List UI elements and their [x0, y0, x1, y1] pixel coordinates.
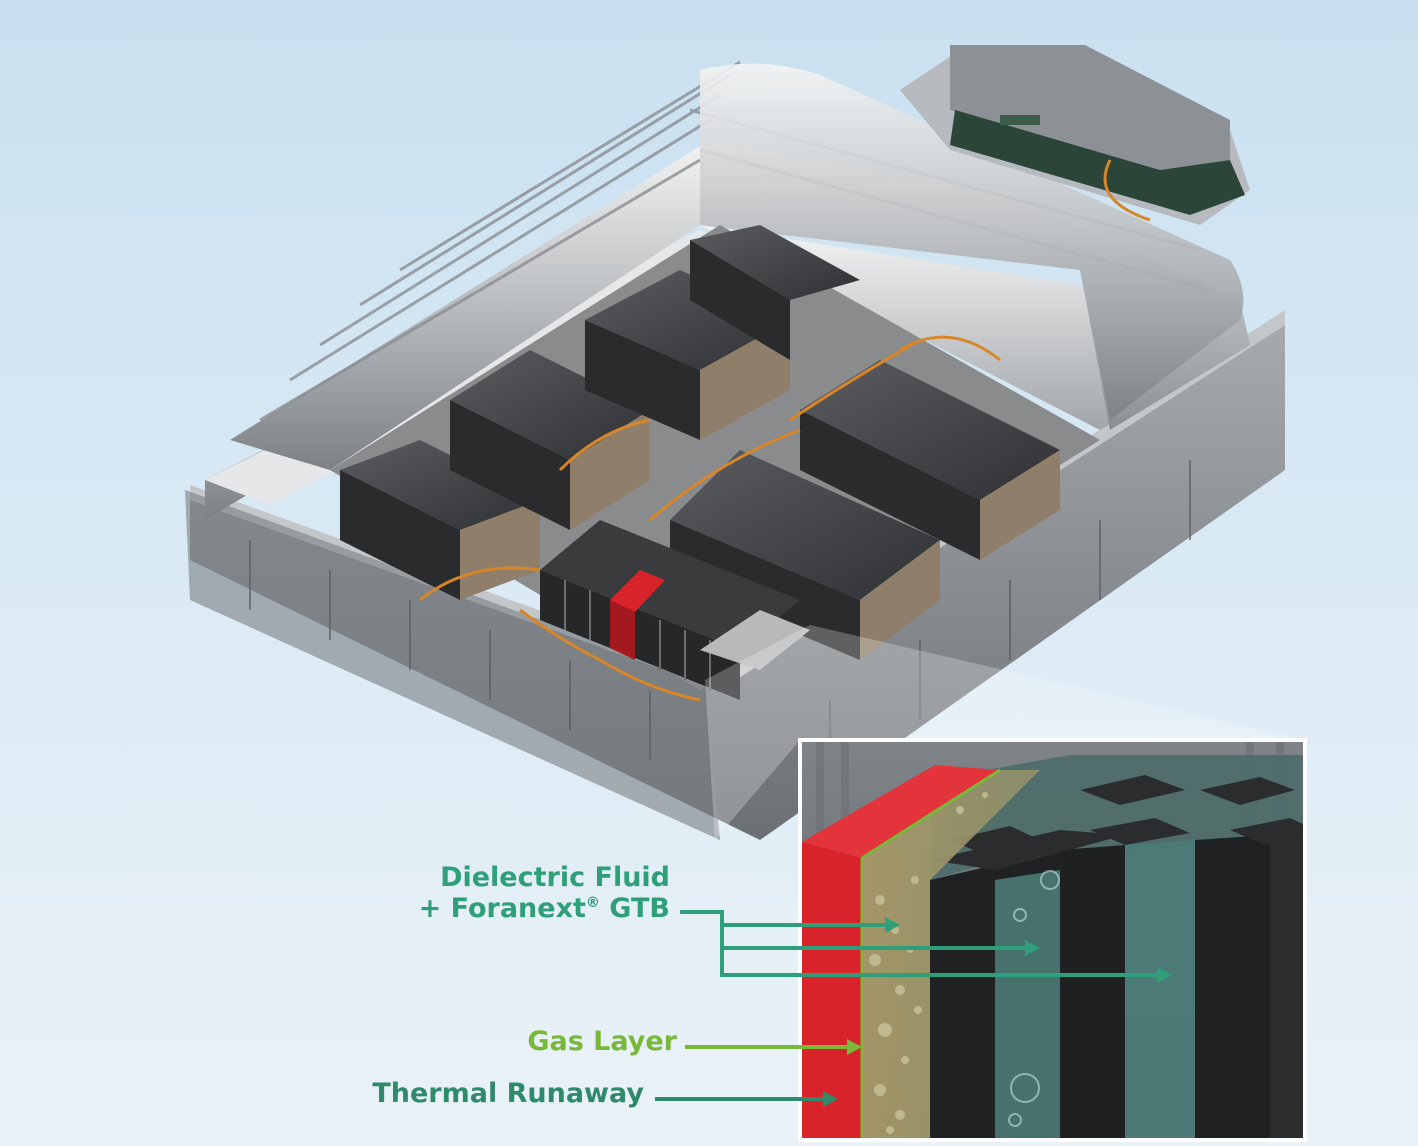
battery-modules: [340, 225, 1060, 702]
dielectric-fluid-label: Dielectric Fluid + Foranext® GTB: [418, 862, 670, 924]
gtb-text: GTB: [599, 893, 670, 925]
cell-stack: [540, 520, 810, 700]
bubbles: [869, 792, 988, 1134]
battery-management-box: [900, 45, 1250, 225]
module: [585, 270, 790, 440]
cell-blocks: [930, 775, 1305, 1140]
red-thermal-cell-front: [802, 842, 862, 1140]
arrowheads: [823, 917, 1172, 1107]
module: [340, 440, 540, 600]
registered-mark: ®: [585, 895, 600, 912]
wiring: [419, 335, 1001, 702]
zoom-detail: [798, 738, 1307, 1142]
dielectric-fluid-line1: Dielectric Fluid: [440, 862, 670, 893]
module: [690, 225, 860, 360]
module: [800, 360, 1060, 560]
metal-cover: [205, 60, 1250, 520]
thermal-runaway-label: Thermal Runaway: [372, 1078, 644, 1109]
zoom-callout-beam: [705, 625, 1305, 840]
module: [450, 350, 650, 530]
foranext-text: + Foranext: [418, 893, 586, 925]
callout-arrows: [655, 910, 1160, 1101]
gas-layer-zone: [862, 770, 1040, 1140]
red-thermal-cell-top: [802, 765, 1000, 858]
dielectric-fluid-line2: + Foranext® GTB: [418, 893, 670, 924]
gas-layer-label: Gas Layer: [527, 1026, 677, 1057]
